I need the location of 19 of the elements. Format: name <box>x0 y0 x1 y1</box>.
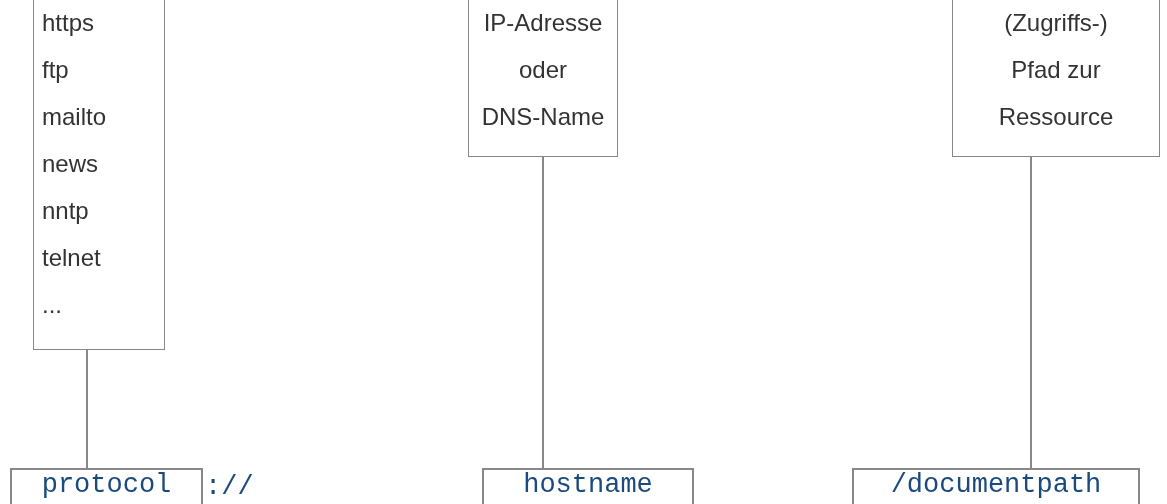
text-box <box>468 0 618 157</box>
connector-line <box>1030 156 1032 469</box>
bracketed-term: hostname <box>482 468 694 504</box>
box-text: ... <box>42 290 63 320</box>
box-text: mailto <box>42 102 108 132</box>
separator-text: :// <box>205 472 254 502</box>
text-box <box>33 0 165 350</box>
connector-line <box>542 156 544 469</box>
bracketed-term: /documentpath <box>852 468 1140 504</box>
box-text: nntp <box>42 196 90 226</box>
connector-line <box>86 349 88 469</box>
box-text: IP-Adresse oder DNS-Name <box>480 8 606 132</box>
bracketed-term: protocol <box>10 468 203 504</box>
box-text: (Zugriffs-) Pfad zur Ressource <box>997 8 1115 132</box>
box-text: ftp <box>42 55 70 85</box>
box-text: telnet <box>42 243 102 273</box>
box-text: news <box>42 149 100 179</box>
text-box <box>952 0 1160 157</box>
box-text: https <box>42 8 96 38</box>
